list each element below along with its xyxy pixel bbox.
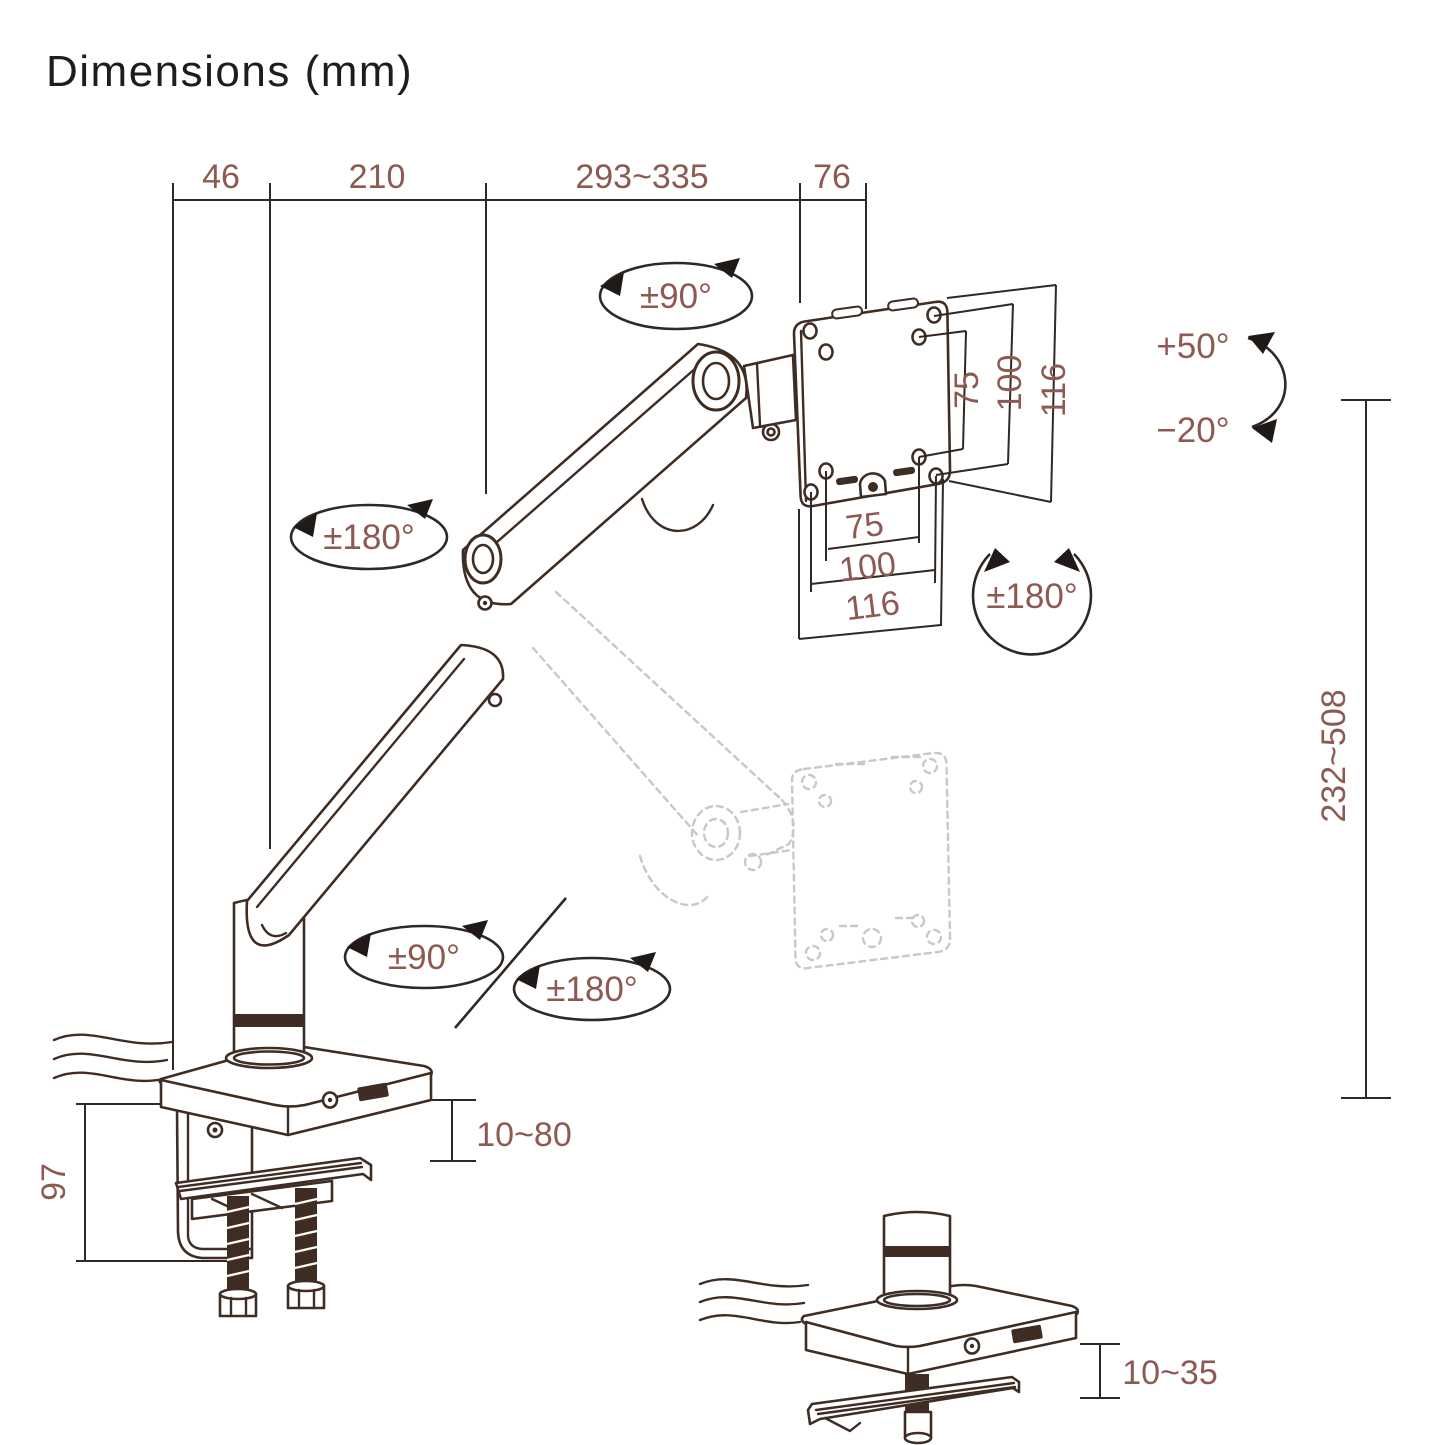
base-arm-swivel-arrow — [343, 924, 505, 990]
rotation-symbols — [289, 258, 1287, 1029]
vesa-hole — [802, 322, 818, 340]
dim-label-46: 46 — [202, 158, 240, 196]
angle-label-head-swivel: ±90° — [640, 277, 712, 316]
dim-label-76: 76 — [813, 158, 851, 196]
cable — [52, 1033, 174, 1045]
height-range-dimension-line — [1341, 399, 1391, 1099]
vesa-v-label-75: 75 — [948, 371, 986, 409]
upper-arm-swivel-arrow — [289, 503, 449, 571]
vesa-h-label-116: 116 — [843, 584, 901, 628]
head-joint — [691, 350, 798, 442]
angle-label-vesa-rotation: ±180° — [986, 577, 1078, 616]
usb-a-port — [1011, 1324, 1043, 1344]
desk-clamp-assembly — [174, 1104, 373, 1318]
cable — [698, 1314, 802, 1325]
vesa-hole — [818, 343, 834, 361]
angle-label-tilt-up: +50° — [1156, 327, 1229, 366]
desk-thickness-label: 10~80 — [476, 1116, 572, 1154]
grommet-thickness-dimension-line — [1080, 1343, 1120, 1399]
upper-arm — [461, 342, 748, 606]
cable — [52, 1052, 169, 1064]
vesa-h-label-100: 100 — [837, 545, 898, 590]
vesa-plate — [792, 297, 952, 508]
ghost-vesa-plate — [790, 751, 952, 970]
dim-label-293-335: 293~335 — [575, 158, 708, 196]
angle-label-upper-arm-swivel: ±180° — [323, 518, 415, 557]
tilt-arrow — [1247, 336, 1287, 429]
ghost-arm-alternate-position — [531, 590, 952, 970]
cable — [698, 1296, 806, 1306]
elbow-joint — [463, 533, 503, 611]
angle-label-pole-rotation: ±180° — [546, 970, 638, 1009]
cable — [52, 1071, 165, 1083]
head-swivel-arrow — [598, 261, 754, 331]
page-title: Dimensions (mm) — [46, 47, 413, 96]
clamp-height-label: 97 — [35, 1163, 73, 1201]
height-range-label: 232~508 — [1315, 689, 1353, 822]
usb-a-port — [357, 1082, 389, 1102]
clamp-screw — [295, 1188, 317, 1286]
grommet-thickness-label: 10~35 — [1122, 1354, 1218, 1392]
angle-label-tilt-down: −20° — [1156, 411, 1229, 450]
desk-thickness-dimension-line — [430, 1099, 476, 1162]
grommet-mount-detail — [698, 1210, 1080, 1445]
vesa-rotation-arrow — [971, 553, 1093, 656]
vesa-v-label-116: 116 — [1035, 363, 1073, 417]
vesa-dimension-brackets — [798, 284, 1057, 640]
pole-rotation-arrow — [512, 956, 672, 1022]
vesa-h-label-75: 75 — [844, 505, 886, 547]
dim-label-210: 210 — [349, 158, 406, 196]
rotation-axis-line — [454, 897, 567, 1029]
angle-label-base-arm-swivel: ±90° — [388, 938, 460, 977]
vesa-v-label-100: 100 — [991, 355, 1029, 412]
cable — [698, 1278, 810, 1288]
clamp-screw — [227, 1196, 249, 1294]
lower-arm — [245, 643, 505, 947]
